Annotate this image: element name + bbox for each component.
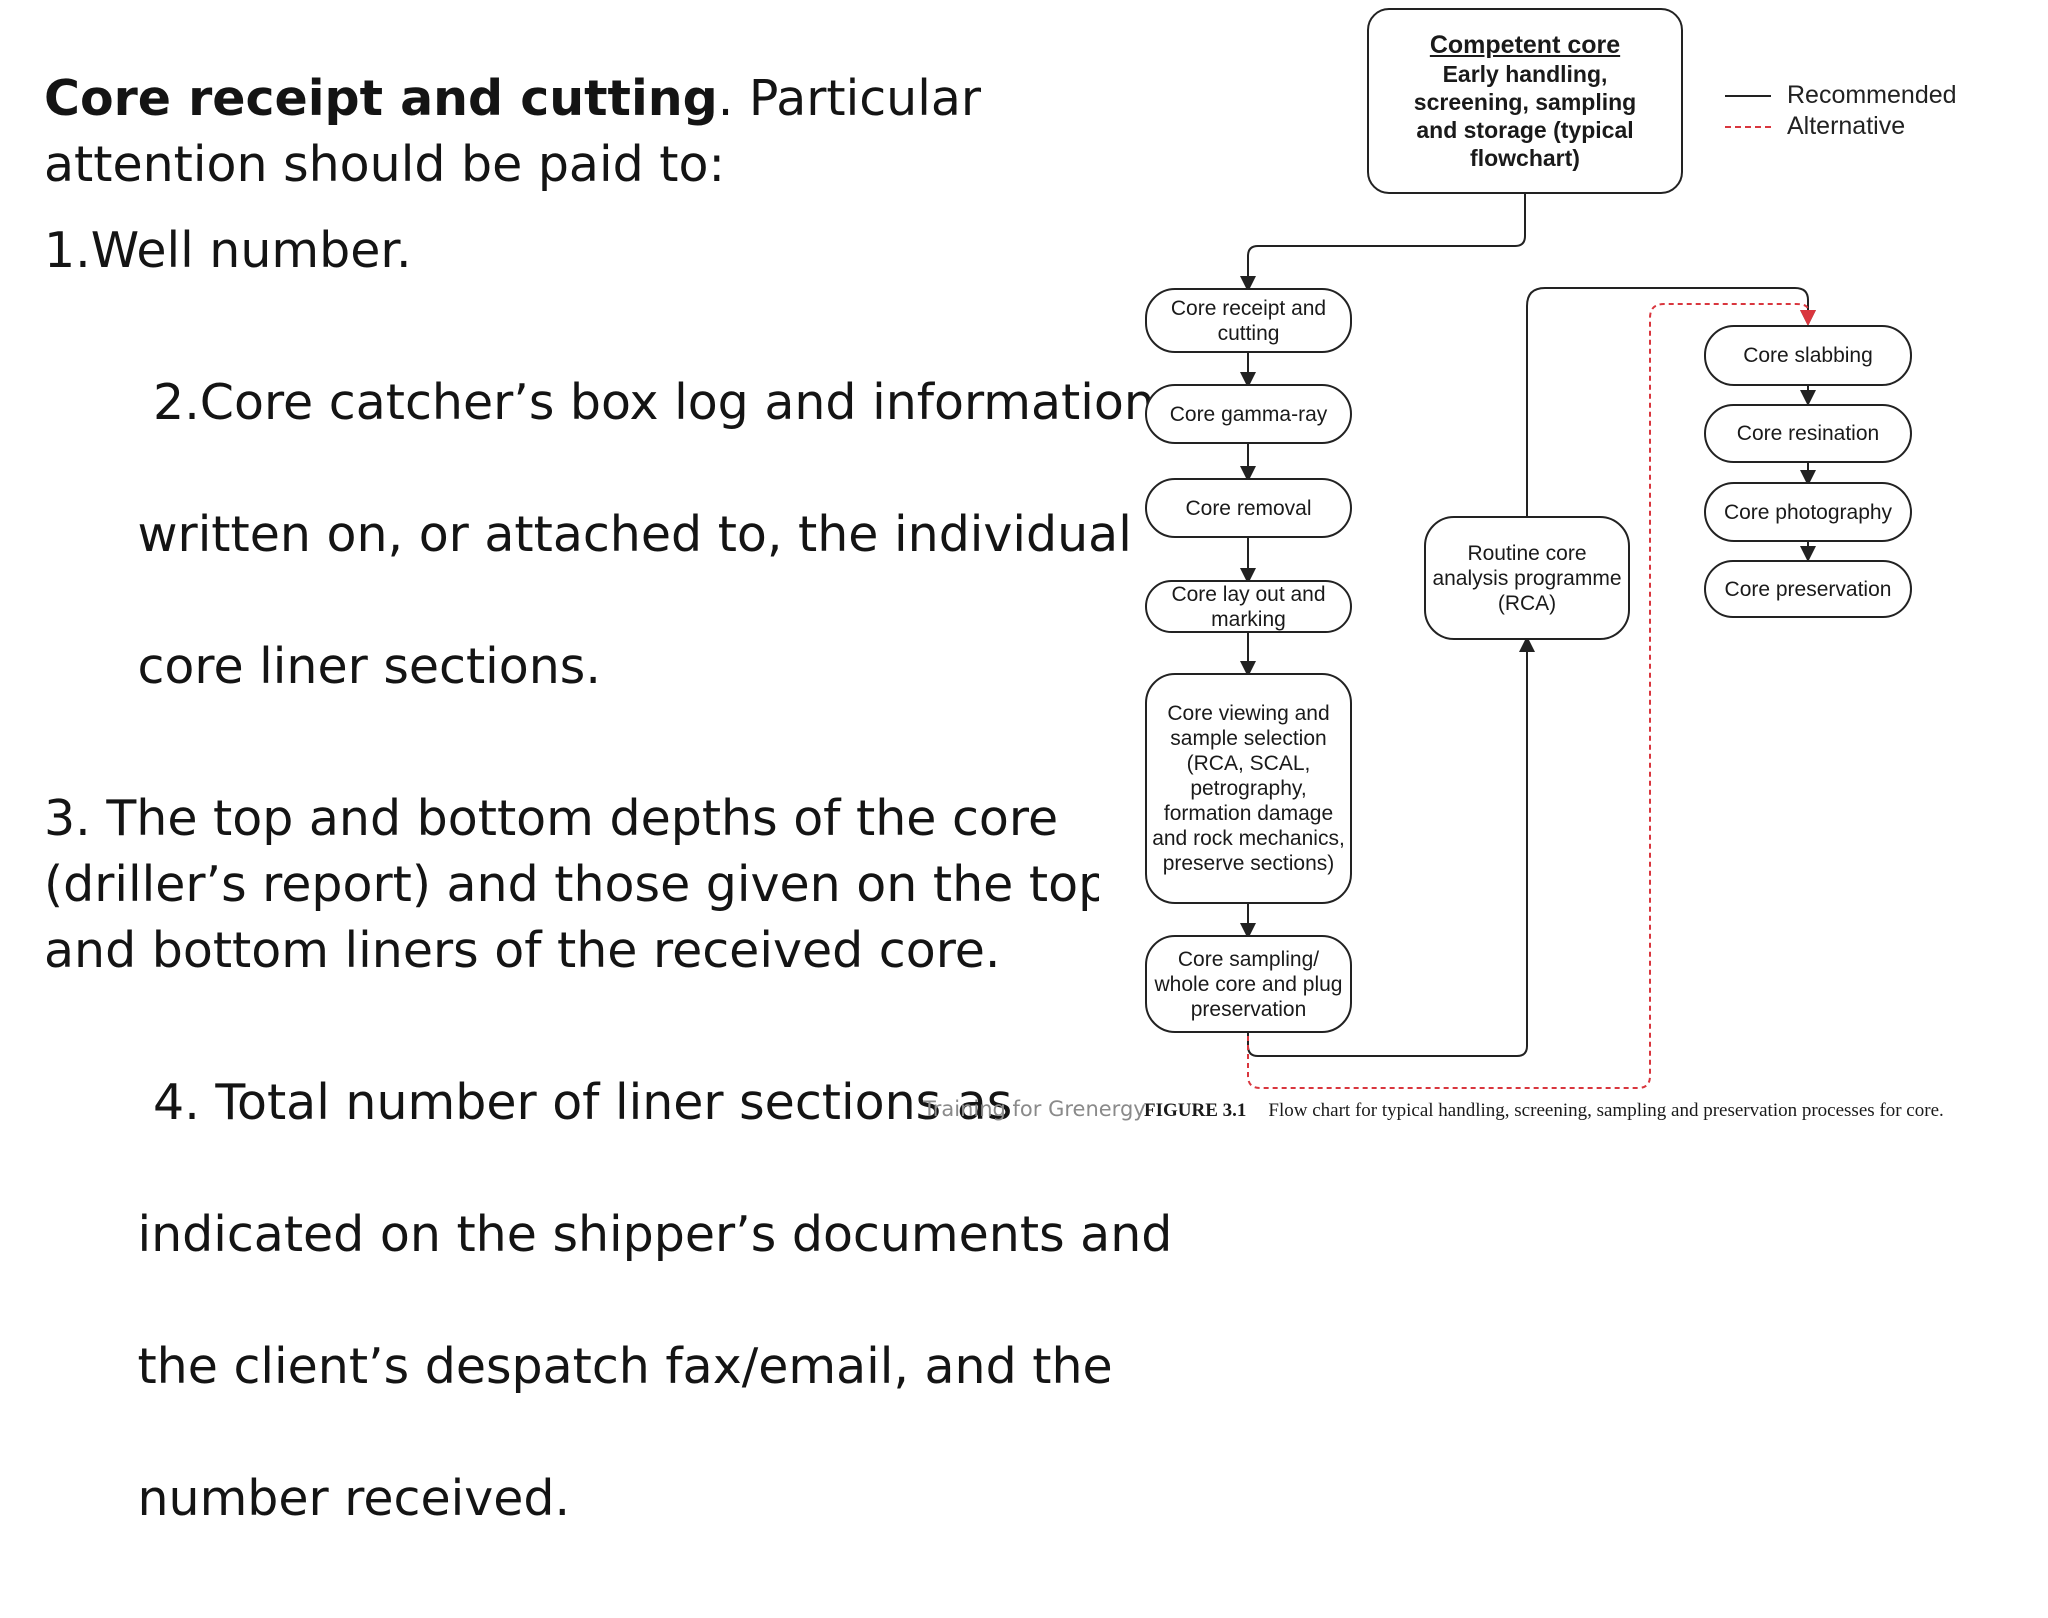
box-core-gamma-ray-label: Core gamma-ray — [1169, 402, 1328, 426]
box-core-slabbing: Core slabbing — [1704, 325, 1912, 386]
legend-alternative: Alternative — [1725, 111, 1957, 142]
item-4-line-3: the client’s despatch fax/email, and the — [137, 1338, 1113, 1395]
box-core-gamma-ray: Core gamma-ray — [1145, 384, 1352, 444]
legend: Recommended Alternative — [1725, 80, 1957, 142]
heading-rest: . Particular — [717, 70, 982, 127]
box-core-viewing-label: Core viewing and sample selection (RCA, … — [1152, 702, 1345, 875]
box-core-sampling-label: Core sampling/ whole core and plug prese… — [1154, 947, 1343, 1021]
box-core-resination-label: Core resination — [1736, 422, 1880, 445]
item-2-line-2: written on, or attached to, the individu… — [137, 506, 1132, 563]
connector-rca-to-slabbing — [1526, 287, 1816, 516]
legend-recommended: Recommended — [1725, 80, 1957, 111]
list-item-2: 2.Core catcher’s box log and information… — [44, 304, 1154, 766]
item-3-line-2: (driller’s report) and those given on th… — [44, 856, 1099, 913]
competent-core-subtitle: Early handling, screening, sampling and … — [1413, 61, 1637, 171]
list-item-1: 1.Well number. — [44, 218, 1094, 284]
legend-alternative-label: Alternative — [1787, 112, 1906, 140]
box-core-receipt-label: Core receipt and cutting — [1170, 296, 1327, 345]
competent-core-title: Competent core — [1429, 31, 1621, 59]
heading-line2: attention should be paid to: — [44, 136, 725, 193]
list-item-3: 3. The top and bottom depths of the core… — [44, 786, 1099, 984]
box-core-sampling: Core sampling/ whole core and plug prese… — [1145, 935, 1352, 1033]
legend-recommended-label: Recommended — [1787, 81, 1957, 109]
footer-training-text: Training for Grenergy — [923, 1097, 1146, 1121]
dashed-line-icon — [1725, 125, 1771, 128]
figure-number: FIGURE 3.1 — [1144, 1100, 1247, 1121]
connector-top-to-receipt — [1240, 194, 1526, 292]
item-2-line-1: 2.Core catcher’s box log and information — [137, 374, 1155, 431]
competent-core-box: Competent core Early handling, screening… — [1367, 8, 1683, 194]
box-core-photography: Core photography — [1704, 482, 1912, 542]
item-3-line-1: 3. The top and bottom depths of the core — [44, 790, 1059, 847]
item-2-line-3: core liner sections. — [137, 638, 601, 695]
figure-caption-text: Flow chart for typical handling, screeni… — [1268, 1100, 1944, 1121]
item-4-line-1: 4. Total number of liner sections as — [137, 1074, 1013, 1131]
box-core-photography-label: Core photography — [1723, 500, 1893, 524]
box-core-preservation-label: Core preservation — [1724, 577, 1892, 601]
box-routine-core-analysis-label: Routine core analysis programme (RCA) — [1432, 541, 1622, 615]
heading-paragraph: Core receipt and cutting. Particular att… — [44, 66, 1094, 198]
connector-sampling-to-rca — [1247, 636, 1535, 1057]
item-4-line-4: number received. — [137, 1470, 571, 1527]
flowchart-figure: Competent core Early handling, screening… — [1145, 8, 1957, 1089]
box-core-slabbing-label: Core slabbing — [1743, 344, 1873, 367]
item-1-text: 1.Well number. — [44, 222, 412, 279]
box-core-preservation: Core preservation — [1704, 560, 1912, 618]
box-routine-core-analysis: Routine core analysis programme (RCA) — [1424, 516, 1630, 640]
flowchart-connectors — [1240, 194, 1816, 1089]
item-3-line-3: and bottom liners of the received core. — [44, 922, 1001, 979]
box-core-viewing: Core viewing and sample selection (RCA, … — [1145, 673, 1352, 904]
item-4-line-2: indicated on the shipper’s documents and — [137, 1206, 1173, 1263]
heading-bold: Core receipt and cutting — [44, 70, 718, 127]
box-core-removal: Core removal — [1145, 478, 1352, 538]
box-core-lay-out: Core lay out and marking — [1145, 580, 1352, 633]
box-core-removal-label: Core removal — [1185, 496, 1312, 520]
solid-line-icon — [1725, 94, 1771, 97]
figure-caption: FIGURE 3.1 Flow chart for typical handlin… — [1144, 1100, 1944, 1122]
box-core-resination: Core resination — [1704, 404, 1912, 463]
box-core-receipt: Core receipt and cutting — [1145, 288, 1352, 353]
slide: Core receipt and cutting. Particular att… — [44, 8, 1957, 1527]
box-core-lay-out-label: Core lay out and marking — [1171, 582, 1326, 631]
